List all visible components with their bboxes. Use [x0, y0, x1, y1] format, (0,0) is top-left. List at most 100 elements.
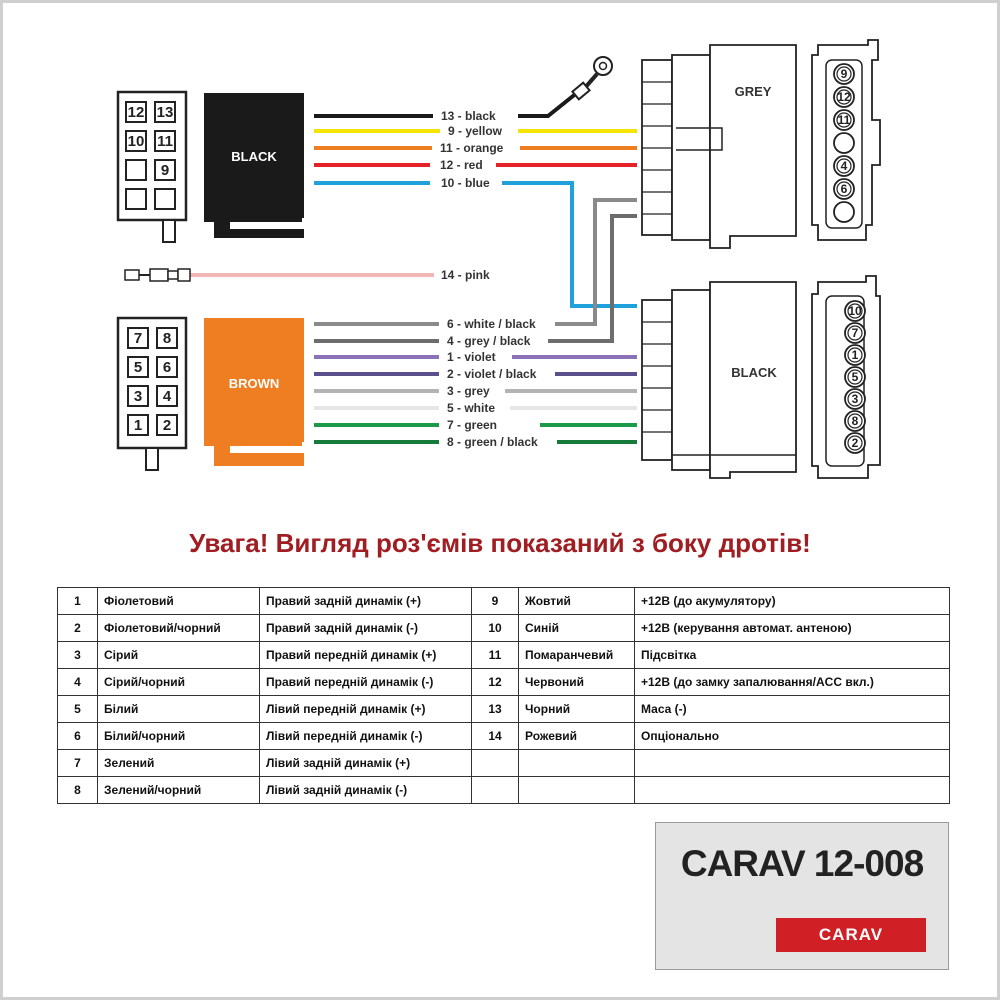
wire-line — [555, 198, 637, 326]
table-cell: 9 — [471, 587, 519, 615]
table-cell: Білий — [97, 695, 260, 723]
pin-cell — [127, 356, 149, 378]
face-pin-ring — [847, 347, 863, 363]
table-cell: 10 — [471, 614, 519, 642]
pin-cell — [125, 130, 147, 152]
wire: 13 - black — [314, 90, 580, 123]
wire: 6 - white / black — [314, 198, 637, 331]
ground-ring-terminal — [571, 56, 613, 101]
table-cell: Сірий — [97, 641, 260, 669]
table-cell: 14 — [471, 722, 519, 750]
pin-number: 11 — [157, 133, 173, 150]
table-cell: Маса (-) — [634, 695, 950, 723]
pin-cell — [154, 188, 176, 210]
face-pin-ring — [847, 413, 863, 429]
face-pin-number: 11 — [838, 113, 851, 127]
wire-label: 6 - white / black — [447, 317, 536, 331]
face-pin-number: 9 — [841, 67, 848, 81]
table-cell — [518, 776, 635, 804]
table-cell: Правий передній динамік (+) — [259, 641, 472, 669]
pin-number: 10 — [128, 133, 145, 150]
table-cell: Синій — [518, 614, 635, 642]
wire-label: 13 - black — [441, 109, 496, 123]
table-cell — [518, 749, 635, 777]
pin-number: 5 — [134, 359, 142, 376]
face-pin — [833, 201, 855, 223]
table-cell: 4 — [57, 668, 98, 696]
wire-label: 9 - yellow — [448, 124, 503, 138]
table-cell — [471, 749, 519, 777]
table-cell: Червоний — [518, 668, 635, 696]
face-pin-number: 8 — [852, 414, 859, 428]
pin-cell — [156, 356, 178, 378]
table-cell: Чорний — [518, 695, 635, 723]
face-pin-ring — [847, 391, 863, 407]
pin-cell — [125, 159, 147, 181]
brand-logo: CARAV — [776, 918, 926, 952]
table-cell: +12В (керування автомат. антеною) — [634, 614, 950, 642]
table-cell: 13 — [471, 695, 519, 723]
face-pin-number: 6 — [841, 182, 848, 196]
wire: 2 - violet / black — [314, 367, 637, 381]
car-grey-label: GREY — [735, 84, 772, 99]
wire: 14 - pink — [190, 268, 490, 282]
pin-number: 1 — [134, 417, 142, 434]
car-black-connector: BLACK — [641, 281, 797, 479]
pin-cell — [154, 159, 176, 181]
table-cell: Помаранчевий — [518, 641, 635, 669]
face-pin-ring — [847, 303, 863, 319]
table-cell: 12 — [471, 668, 519, 696]
table-cell: 7 — [57, 749, 98, 777]
iso-speaker-label: BROWN — [229, 376, 280, 391]
table-cell: Фіолетовий — [97, 587, 260, 615]
wire: 5 - white — [314, 401, 637, 415]
table-cell: Зелений/чорний — [97, 776, 260, 804]
wire: 3 - grey — [314, 384, 637, 398]
face-pin-ring — [836, 66, 852, 82]
table-cell: 5 — [57, 695, 98, 723]
wire-label: 11 - orange — [440, 141, 504, 155]
pin-number: 13 — [157, 104, 174, 121]
table-cell — [634, 749, 950, 777]
table-cell: +12В (до замку запалювання/ACC вкл.) — [634, 668, 950, 696]
table-cell: +12В (до акумулятору) — [634, 587, 950, 615]
face-pin-ring — [847, 369, 863, 385]
pin-cell — [125, 101, 147, 123]
pin-cell — [127, 385, 149, 407]
table-cell: Правий задній динамік (+) — [259, 587, 472, 615]
wire-line — [502, 181, 637, 308]
pin-cell — [154, 130, 176, 152]
table-cell: Жовтий — [518, 587, 635, 615]
wire-line — [548, 214, 637, 343]
table-cell: Правий задній динамік (-) — [259, 614, 472, 642]
table-cell: Рожевий — [518, 722, 635, 750]
wire: 8 - green / black — [314, 435, 637, 449]
table-cell: Зелений — [97, 749, 260, 777]
wire-label: 2 - violet / black — [447, 367, 537, 381]
wire-label: 4 - grey / black — [447, 334, 531, 348]
wire-label: 7 - green — [447, 418, 497, 432]
pin-cell — [154, 101, 176, 123]
wire: 12 - red — [314, 158, 637, 172]
wire-label: 10 - blue — [441, 176, 490, 190]
wire-label: 1 - violet — [447, 350, 496, 364]
pin-cell — [127, 327, 149, 349]
face-pin-ring — [847, 435, 863, 451]
face-pin-ring — [847, 325, 863, 341]
table-cell: 1 — [57, 587, 98, 615]
wire-label: 3 - grey — [447, 384, 490, 398]
table-cell: Сірий/чорний — [97, 668, 260, 696]
pin-number: 8 — [163, 330, 171, 347]
